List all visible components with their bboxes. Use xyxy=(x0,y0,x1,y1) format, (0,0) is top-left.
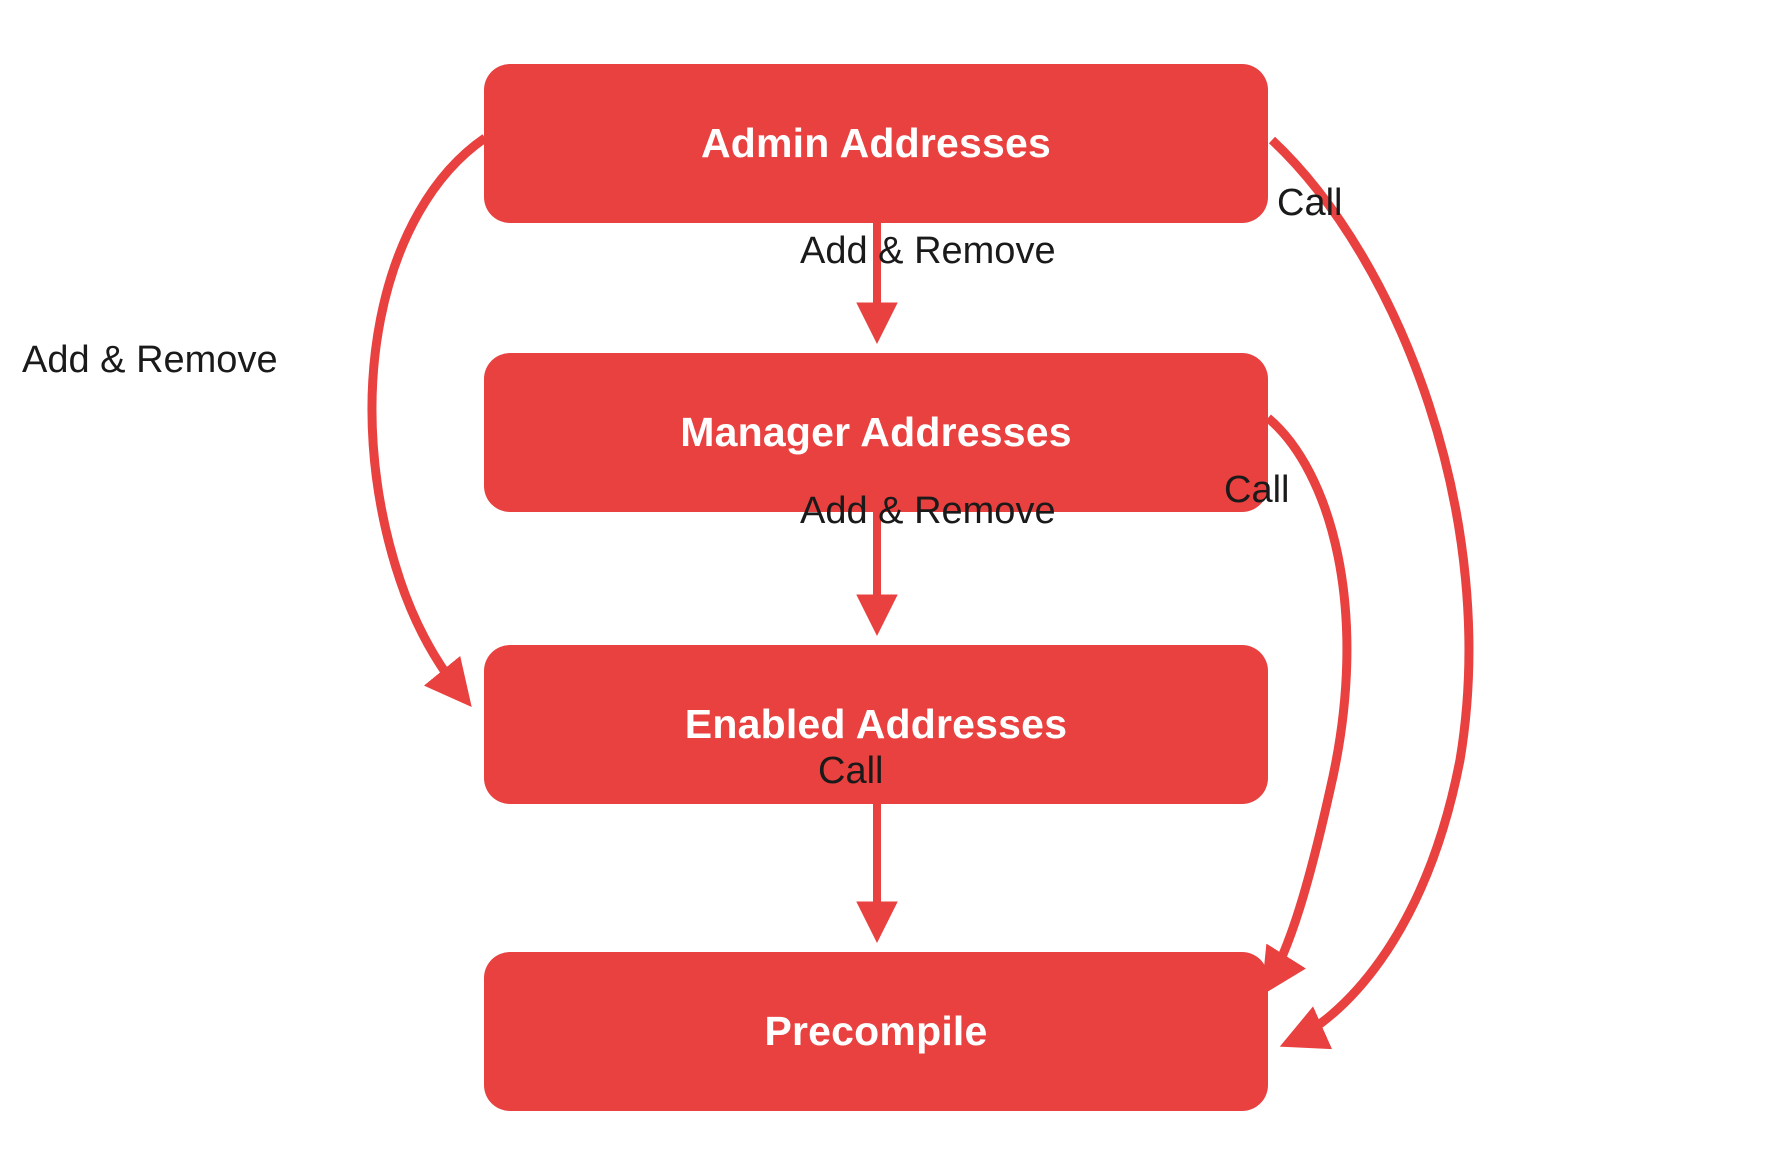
edge-admin-to-enabled xyxy=(367,134,488,707)
edge-label-admin-to-enabled: Add & Remove xyxy=(22,339,278,381)
node-enabled-addresses[interactable]: Enabled Addresses xyxy=(484,645,1268,804)
edge-label-admin-to-precompile: Call xyxy=(1277,182,1343,224)
node-manager-addresses[interactable]: Manager Addresses xyxy=(484,353,1268,512)
node-admin-addresses-label: Admin Addresses xyxy=(700,120,1052,166)
node-enabled-addresses-label: Enabled Addresses xyxy=(684,701,1068,747)
edge-admin-to-precompile xyxy=(1268,136,1474,1050)
edge-label-enabled-to-precompile: Call xyxy=(818,750,884,792)
edge-label-manager-to-enabled: Add & Remove xyxy=(800,490,1056,532)
edge-label-admin-to-manager: Add & Remove xyxy=(800,230,1056,272)
node-precompile-label: Precompile xyxy=(764,1008,988,1054)
node-admin-addresses[interactable]: Admin Addresses xyxy=(484,64,1268,223)
edge-label-manager-to-precompile: Call xyxy=(1224,469,1290,511)
node-precompile[interactable]: Precompile xyxy=(484,952,1268,1111)
node-manager-addresses-label: Manager Addresses xyxy=(680,409,1072,455)
